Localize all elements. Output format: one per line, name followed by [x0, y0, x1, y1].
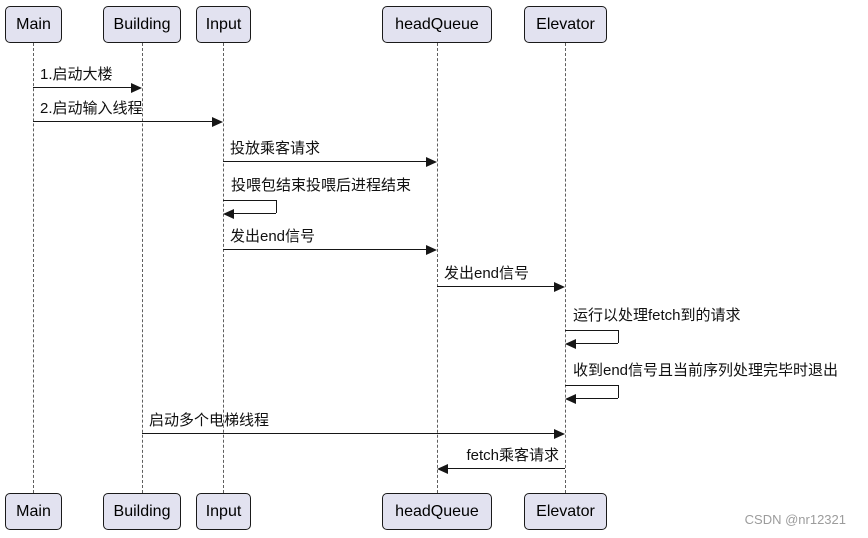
arrowhead-left-icon	[437, 463, 448, 474]
message-arrow	[33, 121, 213, 122]
participant-box-top-main: Main	[5, 6, 62, 43]
message-label: 发出end信号	[444, 265, 530, 282]
participant-box-bottom-main: Main	[5, 493, 62, 530]
lifeline-input	[222, 43, 224, 493]
participant-box-top-elevator: Elevator	[524, 6, 607, 43]
arrowhead-right-icon	[426, 156, 437, 167]
message-label: 运行以处理fetch到的请求	[573, 307, 741, 324]
watermark: CSDN @nr12321	[744, 512, 846, 527]
self-message-arrow	[276, 200, 277, 213]
message-arrow	[437, 286, 555, 287]
arrowhead-right-icon	[131, 82, 142, 93]
message-arrow	[142, 433, 555, 434]
message-label: 投放乘客请求	[230, 140, 321, 157]
self-message-arrow	[575, 343, 618, 344]
participant-box-top-input: Input	[196, 6, 251, 43]
participant-box-bottom-headqueue: headQueue	[382, 493, 492, 530]
message-arrow	[447, 468, 565, 469]
arrowhead-right-icon	[426, 244, 437, 255]
arrowhead-right-icon	[554, 281, 565, 292]
self-message-arrow	[618, 330, 619, 343]
self-message-arrow	[565, 330, 618, 331]
arrowhead-left-icon	[565, 338, 576, 349]
message-label: 发出end信号	[230, 228, 316, 245]
message-label: 启动多个电梯线程	[149, 412, 270, 429]
message-arrow	[223, 161, 427, 162]
participant-box-top-building: Building	[103, 6, 181, 43]
message-label: 1.启动大楼	[40, 66, 113, 83]
self-message-arrow	[575, 398, 618, 399]
self-message-arrow	[223, 200, 276, 201]
self-message-arrow	[618, 385, 619, 398]
participant-box-bottom-elevator: Elevator	[524, 493, 607, 530]
message-label: 投喂包结束投喂后进程结束	[231, 177, 412, 194]
message-label: fetch乘客请求	[466, 447, 559, 464]
self-message-arrow	[233, 213, 276, 214]
message-arrow	[223, 249, 427, 250]
message-label: 2.启动输入线程	[40, 100, 143, 117]
participant-box-bottom-building: Building	[103, 493, 181, 530]
message-label: 收到end信号且当前序列处理完毕时退出	[573, 362, 839, 379]
arrowhead-right-icon	[212, 116, 223, 127]
participant-box-top-headqueue: headQueue	[382, 6, 492, 43]
lifeline-building	[141, 43, 143, 493]
lifeline-main	[32, 43, 34, 493]
participant-box-bottom-input: Input	[196, 493, 251, 530]
lifeline-headqueue	[436, 43, 438, 493]
arrowhead-left-icon	[565, 393, 576, 404]
message-arrow	[33, 87, 132, 88]
arrowhead-right-icon	[554, 428, 565, 439]
arrowhead-left-icon	[223, 208, 234, 219]
lifeline-elevator	[564, 43, 566, 493]
self-message-arrow	[565, 385, 618, 386]
